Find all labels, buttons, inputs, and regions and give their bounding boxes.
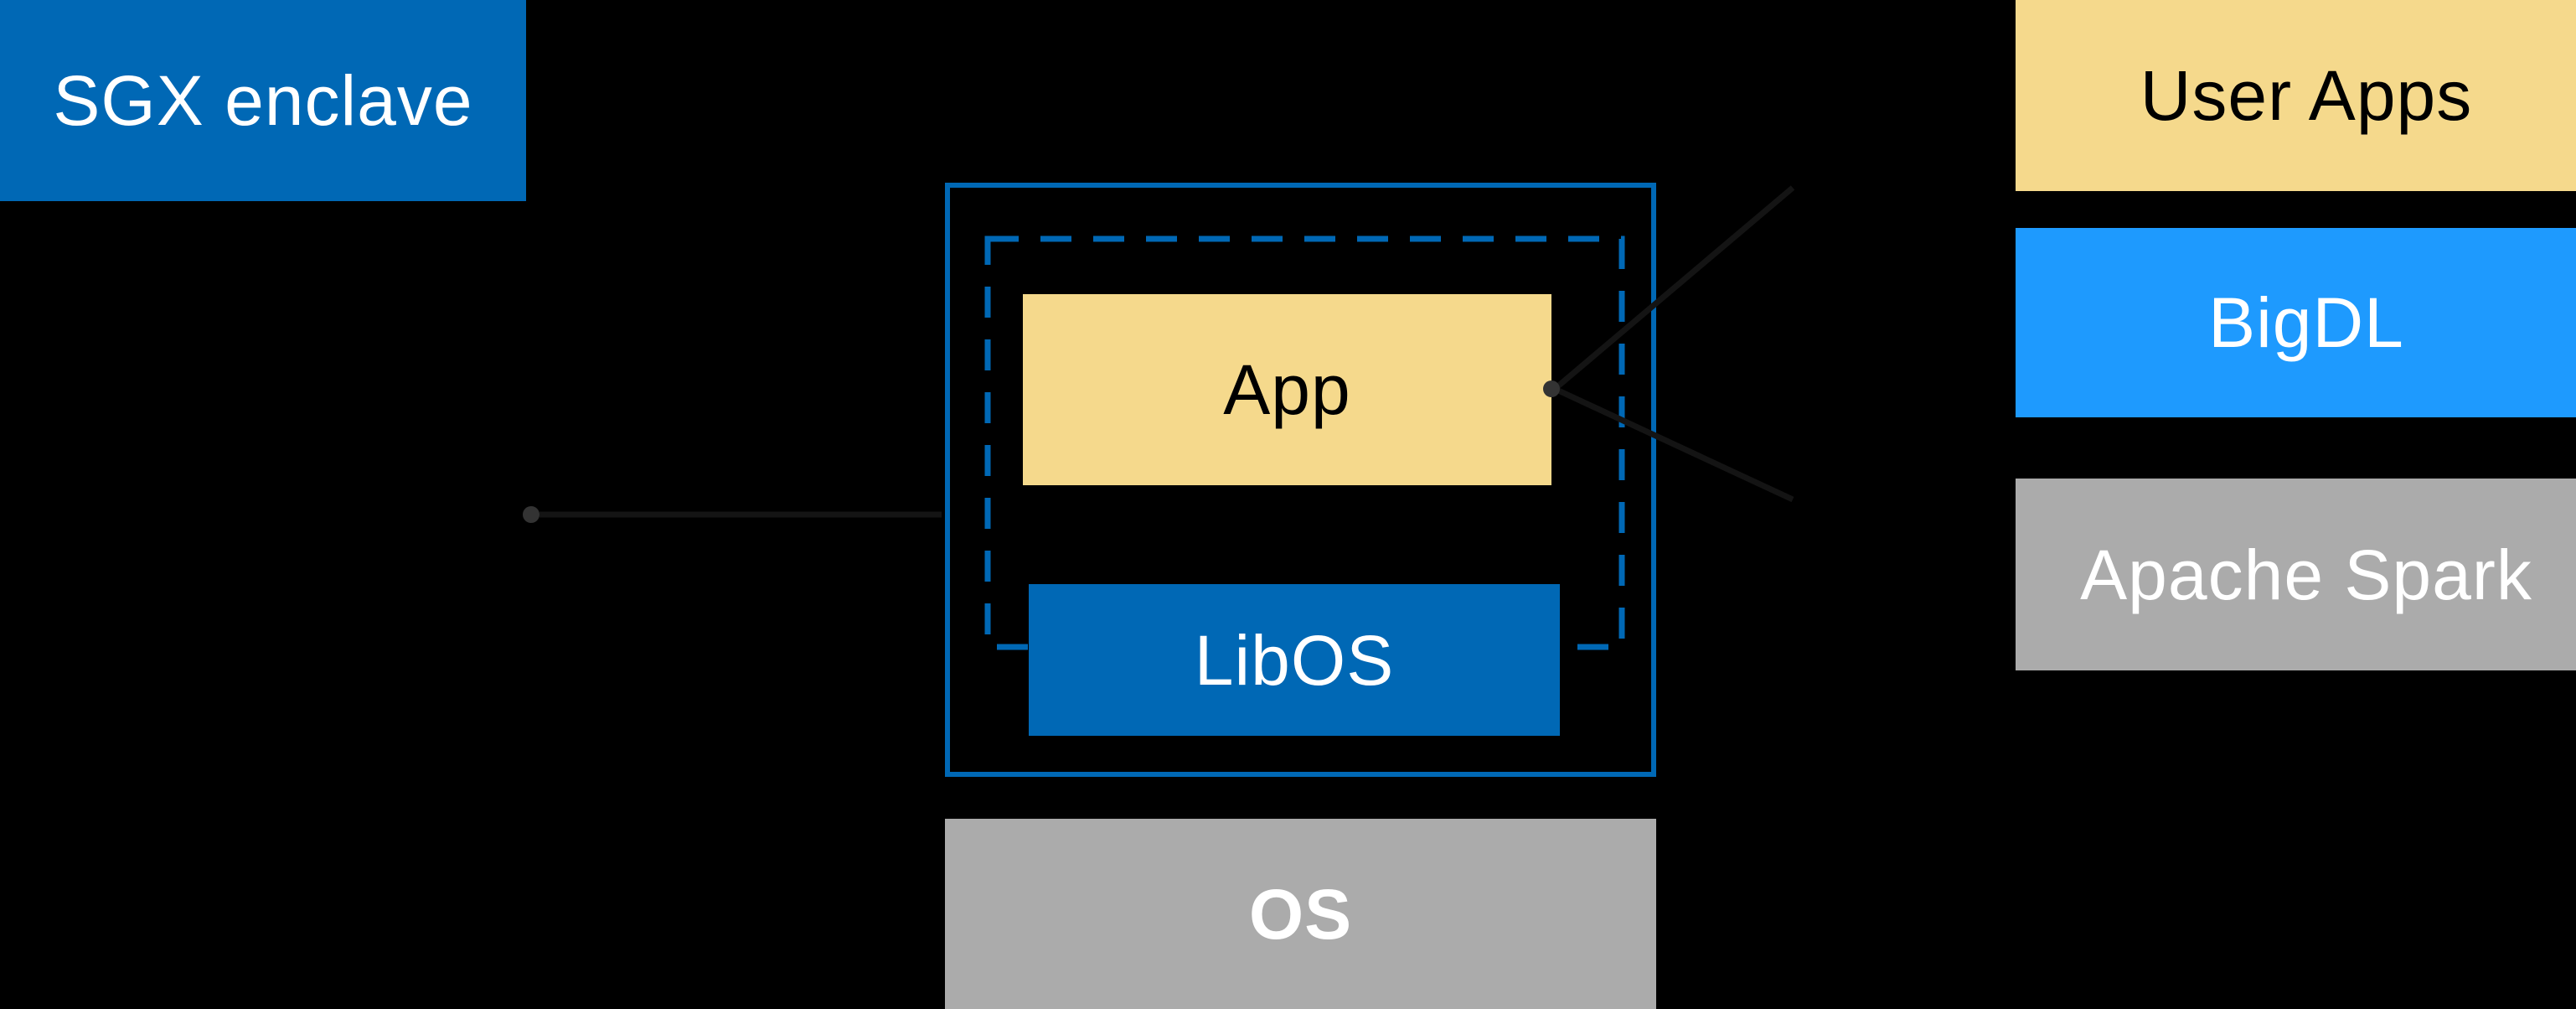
os-box: OS (945, 819, 1656, 1009)
bigdl-label: BigDL (2208, 283, 2404, 362)
bigdl-box: BigDL (2016, 228, 2576, 417)
libos-label: LibOS (1194, 620, 1395, 700)
app-label: App (1223, 350, 1351, 429)
libos-box: LibOS (1029, 584, 1560, 736)
sgx-enclave-box: SGX enclave (0, 0, 526, 201)
user-apps-box: User Apps (2016, 0, 2576, 191)
app-box: App (1023, 294, 1551, 485)
apache-spark-box: Apache Spark (2016, 479, 2576, 670)
os-label: OS (1248, 874, 1353, 954)
user-apps-label: User Apps (2140, 56, 2473, 135)
sgx-arrowhead-dot (523, 506, 539, 523)
apache-spark-label: Apache Spark (2080, 535, 2532, 614)
sgx-enclave-label: SGX enclave (53, 61, 473, 140)
